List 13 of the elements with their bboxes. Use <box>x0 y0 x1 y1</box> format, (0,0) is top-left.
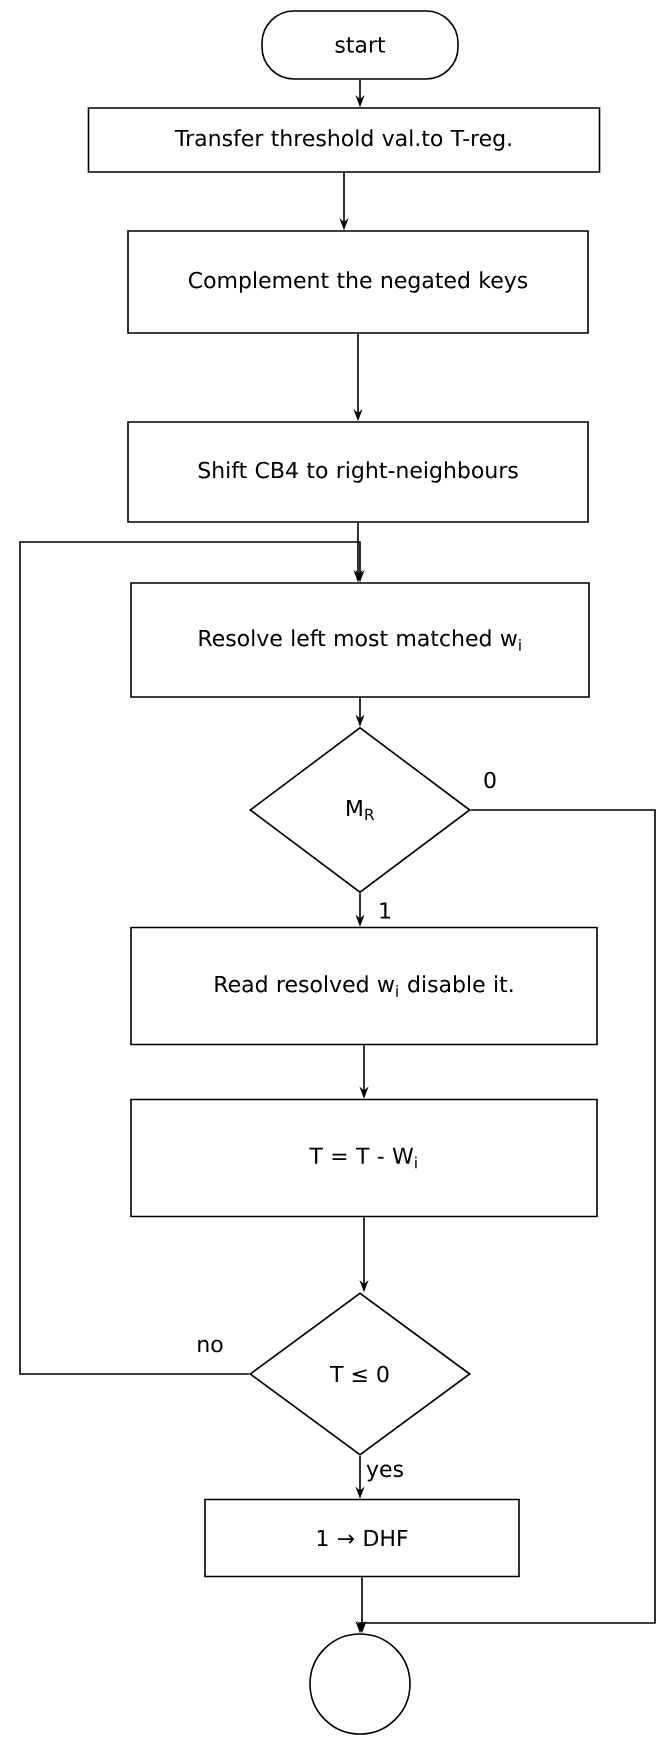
process-box: Read resolved w$_{i}$ disable it. <box>130 926 598 1046</box>
process-box: Transfer threshold val.to T-reg. <box>87 107 601 173</box>
arrow <box>19 541 365 1375</box>
edge-label: 1 <box>376 900 394 921</box>
process-box: Resolve left most matched w$_{i}$ <box>130 582 590 698</box>
edge-label: no <box>194 1337 226 1355</box>
process-box: Shift CB4 to right-neighbours <box>127 421 589 523</box>
edge-label: yes <box>364 1462 406 1484</box>
edge-label: 0 <box>481 769 499 791</box>
process-box: Complement the negated keys <box>127 230 589 334</box>
process-box: 1 → DHF <box>204 1498 520 1578</box>
process-box: T = T - W$_{i}$ <box>130 1098 598 1218</box>
connector-circle <box>309 1633 411 1735</box>
